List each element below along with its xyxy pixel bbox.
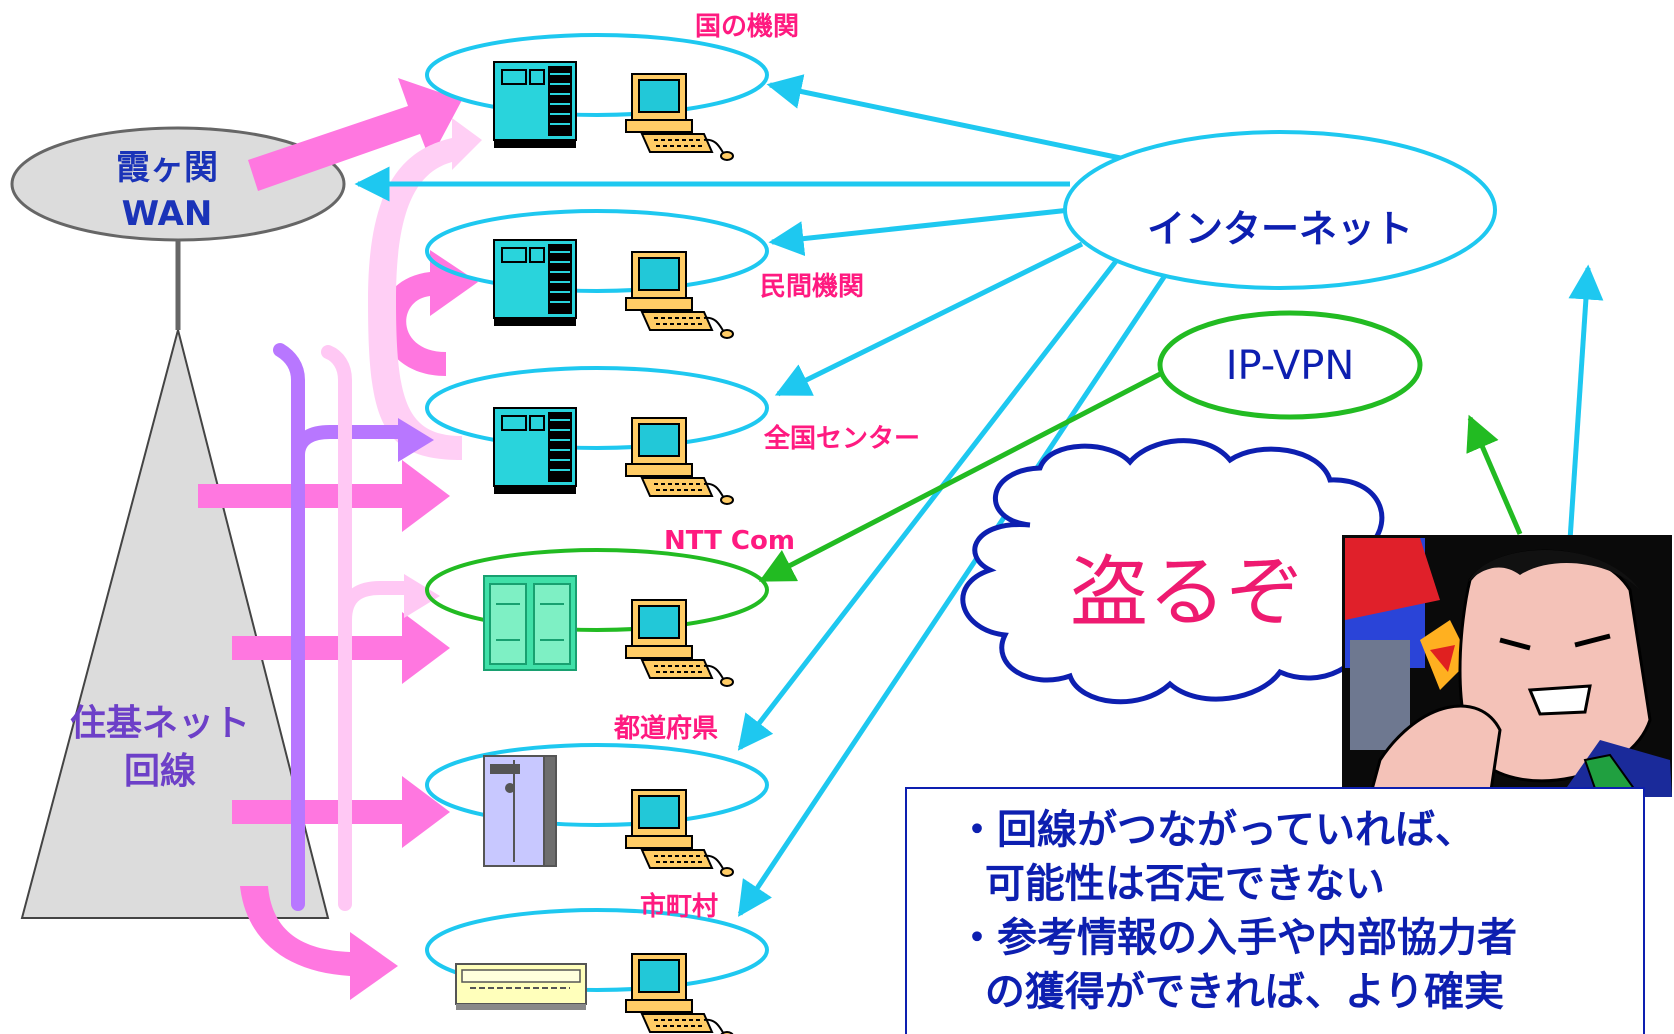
note-line: 可能性は否定できない: [957, 861, 1385, 907]
note-line: ・参考情報の入手や内部協力者: [957, 915, 1517, 961]
juki-label-line2: 回線: [123, 751, 196, 792]
internet-node: [1063, 130, 1497, 290]
network-label-private: 民間機関: [760, 272, 865, 302]
risk-note-box: ・回線がつながっていれば、 可能性は否定できない ・参考情報の入手や内部協力者 …: [905, 787, 1645, 1034]
network-rings: [425, 33, 769, 992]
angry-hacker-icon: [1342, 535, 1672, 799]
network-label-prefecture: 都道府県: [614, 714, 719, 744]
ntt-server-icon: [483, 575, 577, 671]
ip-vpn-node: [1157, 310, 1423, 420]
network-label-government: 国の機関: [695, 12, 800, 42]
municipal-server-icon: [455, 963, 587, 1010]
private-server-icon: [493, 239, 577, 327]
network-label-center: 全国センター: [764, 424, 921, 454]
vpn-links: [758, 369, 1523, 583]
juki-label-line1: 住基ネット: [69, 703, 250, 744]
kasumigaseki-label-line1: 霞ヶ関: [116, 148, 218, 188]
branch-lines: [273, 343, 440, 911]
hacker-speech-text: 盗るぞ: [1070, 548, 1305, 638]
kasumigaseki-wan-label: 霞ヶ関 WAN: [62, 145, 272, 237]
ip-vpn-label: IP-VPN: [1225, 343, 1355, 389]
government-server-icon: [493, 61, 577, 149]
internet-label: インターネット: [1146, 207, 1413, 251]
prefecture-server-icon: [483, 755, 557, 867]
juki-net-label: 住基ネット 回線: [55, 700, 265, 796]
note-line: ・回線がつながっていれば、: [957, 807, 1475, 853]
center-server-icon: [493, 407, 577, 495]
network-label-ntt: NTT Com: [664, 526, 795, 556]
juki-net-triangle: [20, 326, 330, 919]
note-line: の獲得ができれば、より確実: [957, 969, 1505, 1015]
kasumigaseki-label-line2: WAN: [121, 194, 213, 234]
network-label-municipal: 市町村: [640, 892, 719, 922]
internet-links: [354, 74, 1604, 917]
